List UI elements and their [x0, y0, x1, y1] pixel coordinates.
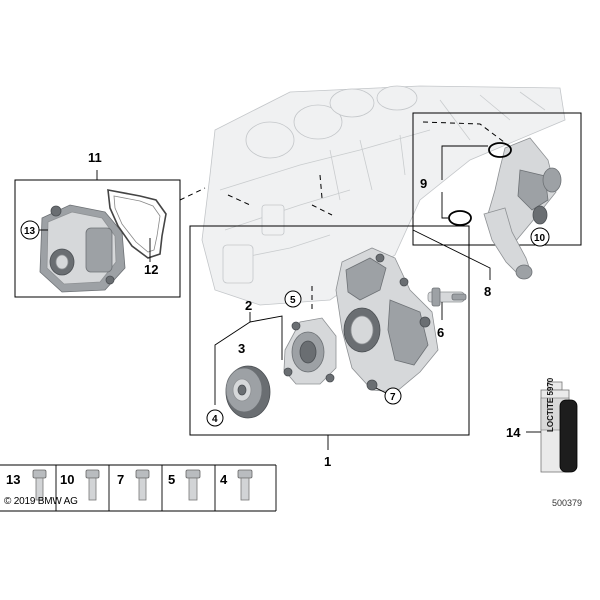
circled-callout-13: 13	[20, 220, 40, 240]
legend-item-4: 4	[220, 469, 253, 501]
svg-text:5: 5	[290, 295, 296, 306]
frame-group-11	[14, 179, 181, 298]
legend-item-10: 10	[60, 469, 100, 501]
svg-text:4: 4	[220, 472, 228, 487]
callout-9: 9	[420, 176, 427, 191]
callout-14: 14	[506, 425, 521, 440]
svg-text:7: 7	[390, 392, 396, 403]
callout-11: 11	[88, 150, 102, 165]
bolt-10-icon	[85, 469, 100, 501]
legend-item-13: 13	[6, 469, 47, 501]
legend-item-7: 7	[117, 469, 150, 501]
frame-group-1	[189, 225, 470, 436]
document-id: 500379	[552, 498, 583, 508]
svg-text:13: 13	[24, 226, 36, 237]
sensor-part-6	[427, 287, 467, 307]
bolt-7-icon	[135, 469, 150, 501]
o-ring-lower	[448, 210, 472, 226]
coolant-pump-housing	[335, 247, 439, 393]
copyright-text: © 2019 BMW AG	[4, 496, 78, 507]
gasket-part-12	[107, 189, 167, 259]
circled-callout-7: 7	[384, 387, 402, 405]
callout-6: 6	[437, 325, 444, 340]
callout-8: 8	[484, 284, 491, 299]
circled-callout-4: 4	[206, 409, 224, 427]
pump-housing-part-13	[39, 204, 126, 293]
svg-text:5: 5	[168, 472, 175, 487]
callout-2: 2	[245, 298, 252, 313]
callout-12: 12	[144, 262, 158, 277]
water-pump-part-3	[283, 317, 337, 385]
svg-text:10: 10	[60, 472, 74, 487]
svg-text:7: 7	[117, 472, 124, 487]
svg-text:4: 4	[212, 414, 218, 425]
sealant-tube-part-14: LOCTITE 5970	[540, 377, 578, 473]
circled-callout-5: 5	[284, 290, 302, 308]
svg-text:10: 10	[534, 233, 546, 244]
legend-strip: 13 10 7 5	[0, 464, 277, 512]
callout-3: 3	[238, 341, 245, 356]
pulley-part-4	[225, 365, 271, 419]
bolt-13-icon	[32, 469, 47, 501]
legend-item-5: 5	[168, 469, 201, 501]
thermostat-housing-part-10	[483, 137, 562, 280]
engine-block	[201, 85, 566, 306]
tube-label: LOCTITE 5970	[546, 377, 555, 432]
callout-1: 1	[324, 454, 331, 469]
svg-text:13: 13	[6, 472, 20, 487]
circled-callout-10: 10	[530, 227, 550, 247]
o-ring-upper	[488, 142, 512, 158]
bolt-4-icon	[237, 469, 253, 501]
bolt-5-icon	[185, 469, 201, 501]
